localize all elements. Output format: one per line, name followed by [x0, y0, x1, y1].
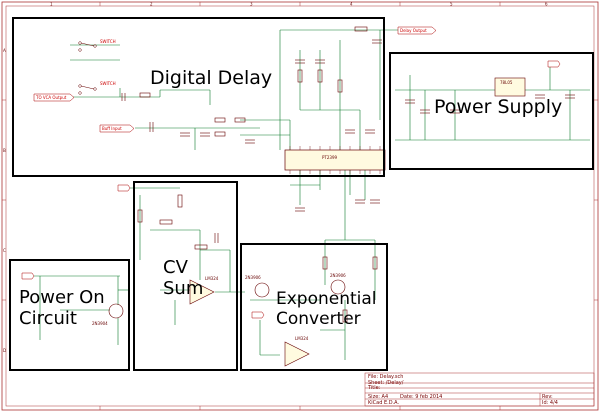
- port-to-vca-output-label: TO VCA Output: [35, 95, 67, 100]
- exp-transistor-a-label: 2N3906: [245, 275, 261, 280]
- block-power-on: [9, 259, 130, 371]
- switch-b-label: SWITCH: [100, 81, 116, 86]
- cvsum-wiring: [120, 187, 245, 325]
- tb-file: File: Delay.sch: [368, 374, 404, 380]
- exp-transistor-a: [254, 282, 270, 298]
- col-label: 6: [545, 2, 548, 7]
- exp-transistor-b: [330, 279, 346, 295]
- poweron-5v-flag: [21, 272, 35, 280]
- delay-wiring: [60, 29, 398, 240]
- port-buff-input-label: Buff Input: [102, 126, 122, 131]
- col-label: 1: [50, 2, 53, 7]
- cvsum-5v-flag: [117, 184, 131, 192]
- block-digital-delay: [12, 17, 385, 177]
- switches: [78, 41, 97, 95]
- label-power-supply: Power Supply: [434, 96, 563, 118]
- col-label: 4: [350, 2, 353, 7]
- expconv-flag: [251, 311, 265, 319]
- tb-id: Id: 4/4: [542, 400, 558, 406]
- label-cv-sum: CV Sum: [163, 257, 204, 299]
- port-buff-input: Buff Input: [99, 124, 135, 133]
- tb-size: Size: A4: [368, 394, 389, 400]
- port-delay-output: Delay Output: [397, 26, 437, 35]
- block-cv-sum: [133, 181, 238, 371]
- exp-opamp: [284, 341, 310, 367]
- cvsum-opamp-label: LM324: [205, 276, 219, 281]
- tb-title: Title:: [368, 385, 381, 391]
- row-label: B: [3, 148, 6, 153]
- psu-wiring: [395, 65, 590, 141]
- cvsum-resistors: [137, 194, 219, 250]
- col-label: 5: [450, 2, 453, 7]
- port-delay-output-label: Delay Output: [400, 28, 427, 33]
- label-power-on: Power On Circuit: [19, 287, 105, 329]
- poweron-wiring: [22, 275, 130, 345]
- title-block: [364, 372, 595, 407]
- poweron-transistor-label: 2N3904: [92, 321, 108, 326]
- port-to-vca-output: TO VCA Output: [33, 93, 75, 102]
- block-power-supply: [389, 52, 594, 170]
- label-digital-delay: Digital Delay: [150, 67, 273, 89]
- psu-5v-flag: [547, 60, 561, 68]
- delay-components: [121, 26, 382, 212]
- tb-date: Date: 9 feb 2014: [400, 394, 443, 400]
- regulator-chip: [494, 77, 526, 97]
- tb-sheet: Sheet: /Delay/: [368, 380, 404, 386]
- row-label: D: [3, 348, 6, 353]
- expconv-resistors: [322, 256, 378, 323]
- psu-caps: [405, 94, 575, 114]
- cvsum-opamp: [189, 279, 215, 305]
- tb-tool: KiCad E.D.A.: [368, 400, 400, 406]
- exp-transistor-b-label: 2N3906: [330, 273, 346, 278]
- switch-a-label: SWITCH: [100, 39, 116, 44]
- label-exp-converter: Exponential Converter: [276, 289, 377, 330]
- pt2399-label: PT2399: [322, 155, 337, 160]
- pt2399-pins: [289, 146, 381, 174]
- row-label: A: [3, 48, 6, 53]
- block-exp-converter: [240, 243, 388, 371]
- poweron-transistor: [108, 303, 124, 319]
- exp-opamp-label: LM324: [295, 336, 309, 341]
- tb-rev: Rev:: [542, 394, 553, 400]
- border-labels: 1 2 3 4 5 6 A B C D: [3, 2, 548, 354]
- regulator-label: 78L05: [500, 80, 513, 85]
- pt2399-chip: [284, 149, 386, 171]
- col-label: 2: [150, 2, 153, 7]
- col-label: 3: [250, 2, 253, 7]
- row-label: C: [3, 248, 6, 253]
